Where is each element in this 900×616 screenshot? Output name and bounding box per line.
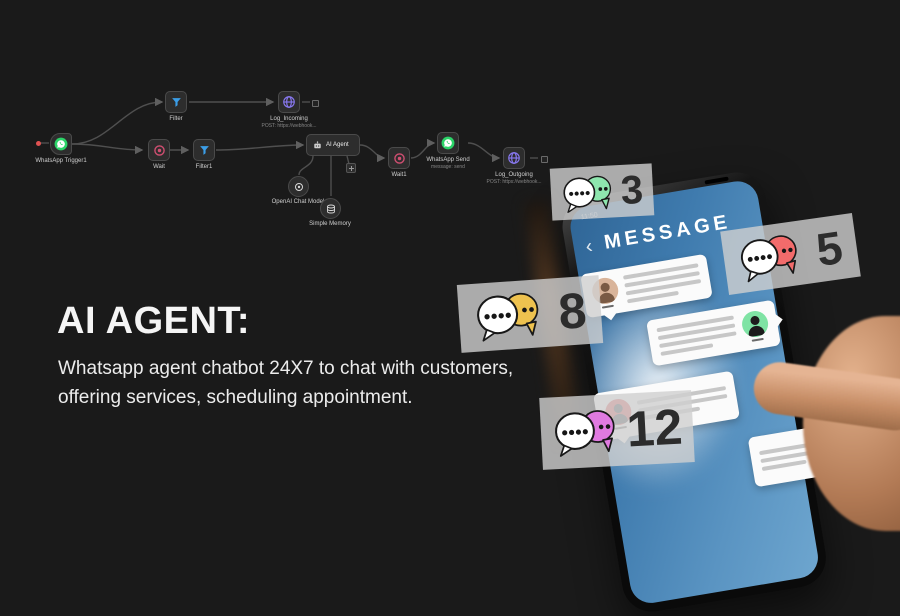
unread-count: 8 bbox=[556, 282, 589, 340]
wait-icon bbox=[153, 144, 165, 156]
node-log-incoming[interactable] bbox=[278, 91, 300, 113]
node-sublabel: message: send bbox=[431, 164, 465, 170]
node-label: Log_Outgoing bbox=[495, 172, 533, 178]
node-label: Filter bbox=[169, 116, 183, 122]
avatar bbox=[740, 309, 771, 343]
node-label: WhatsApp Trigger1 bbox=[35, 158, 87, 164]
node-whatsapp-send[interactable] bbox=[437, 132, 459, 154]
node-label: Wait bbox=[153, 164, 165, 170]
node-log-outgoing[interactable] bbox=[503, 147, 525, 169]
unread-count: 12 bbox=[625, 398, 684, 458]
node-simple-memory[interactable] bbox=[320, 198, 341, 219]
connector-endpoint bbox=[312, 100, 319, 107]
node-whatsapp-trigger[interactable] bbox=[50, 133, 72, 155]
node-openai-chat-model[interactable] bbox=[288, 176, 309, 197]
node-label: Filter1 bbox=[195, 164, 213, 170]
node-label: AI Agent bbox=[326, 142, 349, 148]
notification-badge: 3 bbox=[549, 163, 655, 221]
hero-description-line1: Whatsapp agent chatbot 24X7 to chat with… bbox=[58, 358, 514, 379]
message-text-lines bbox=[622, 263, 703, 304]
unread-count: 5 bbox=[813, 220, 846, 277]
node-label: Log_Incoming bbox=[270, 116, 308, 122]
message-text-lines bbox=[656, 315, 738, 356]
node-label: Wait1 bbox=[391, 172, 407, 178]
chat-bubbles-icon bbox=[476, 293, 538, 342]
funnel-icon bbox=[171, 97, 181, 107]
page-title: AI AGENT: bbox=[57, 300, 251, 342]
globe-icon bbox=[283, 96, 295, 108]
node-sublabel: POST: https://webhook... bbox=[486, 179, 542, 185]
globe-icon bbox=[508, 152, 520, 164]
robot-icon bbox=[314, 140, 321, 148]
message-text-lines bbox=[759, 440, 827, 472]
node-label: Simple Memory bbox=[309, 221, 351, 227]
node-wait1[interactable] bbox=[388, 147, 410, 169]
add-tool-icon[interactable] bbox=[346, 163, 356, 173]
node-filter1[interactable] bbox=[193, 139, 215, 161]
hero-description: Whatsapp agent chatbot 24X7 to chat with… bbox=[58, 354, 513, 412]
notification-badge: 5 bbox=[720, 213, 861, 295]
node-sublabel: POST: https://webhook... bbox=[261, 123, 317, 129]
whatsapp-icon bbox=[441, 136, 455, 150]
unread-count: 3 bbox=[619, 167, 645, 213]
funnel-icon bbox=[199, 145, 209, 155]
hero-description-line2: offering services, scheduling appointmen… bbox=[58, 387, 413, 408]
chat-bubbles-icon bbox=[741, 235, 798, 283]
workflow-canvas: WhatsApp Trigger1 Filter Log_Incoming PO… bbox=[0, 0, 580, 240]
memory-icon bbox=[326, 204, 335, 213]
node-ai-agent[interactable]: AI Agent bbox=[306, 134, 360, 156]
node-wait[interactable] bbox=[148, 139, 170, 161]
node-label: OpenAI Chat Model bbox=[271, 199, 325, 205]
notification-badge: 12 bbox=[539, 390, 695, 470]
notification-badge: 8 bbox=[456, 275, 604, 353]
wait-icon bbox=[393, 152, 405, 164]
openai-icon bbox=[294, 182, 303, 191]
node-filter[interactable] bbox=[165, 91, 187, 113]
avatar bbox=[830, 430, 861, 464]
node-label: WhatsApp Send bbox=[426, 157, 470, 163]
chat-bubbles-icon bbox=[554, 410, 615, 457]
error-dot bbox=[36, 141, 41, 146]
connector-endpoint bbox=[541, 156, 548, 163]
chat-bubbles-icon bbox=[563, 175, 612, 213]
whatsapp-icon bbox=[54, 137, 68, 151]
workflow-connections bbox=[40, 97, 538, 196]
